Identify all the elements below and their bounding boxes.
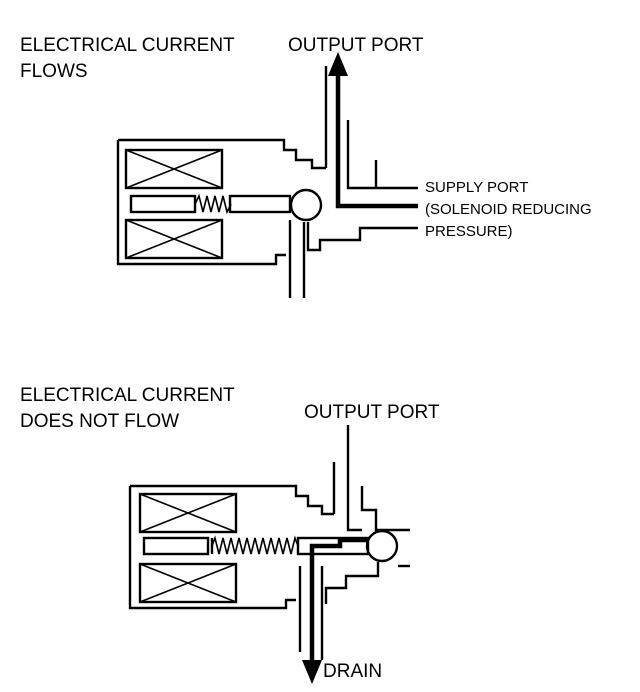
drain-label: DRAIN <box>323 661 382 682</box>
supply-port-label-line2: (SOLENOID REDUCING <box>425 201 592 218</box>
output-port-label-bottom: OUTPUT PORT <box>304 402 440 423</box>
coil-winding-lower-bottom <box>138 562 238 604</box>
spring-compressed <box>194 193 232 215</box>
coil-winding-upper-bottom <box>138 492 238 534</box>
output-port-label-top: OUTPUT PORT <box>288 35 424 56</box>
supply-port-label-line1: SUPPLY PORT <box>425 179 528 196</box>
output-port-right-wall-top <box>346 120 418 190</box>
coil-winding-upper-top <box>124 148 224 190</box>
plunger-top <box>129 194 197 214</box>
diagram-current-does-not-flow: ELECTRICAL CURRENT DOES NOT FLOW OUTPUT … <box>20 385 440 684</box>
supply-port-label-line3: PRESSURE) <box>425 223 513 240</box>
solenoid-housing-top <box>116 138 326 266</box>
arrow-up-icon <box>328 52 348 76</box>
valve-rod-top <box>228 194 292 214</box>
plunger-bottom <box>142 536 210 556</box>
valve-lower-block-top <box>306 222 418 252</box>
flow-path-output-to-drain <box>309 537 368 664</box>
check-ball-bottom <box>365 529 399 563</box>
spring-extended <box>211 535 299 555</box>
state-label-no-flow-line1: ELECTRICAL CURRENT <box>20 385 235 406</box>
valve-body-step-bottom <box>360 486 410 532</box>
solenoid-housing-bottom <box>128 484 334 610</box>
coil-winding-lower-top <box>124 218 224 260</box>
output-port-wall-bottom <box>346 425 362 532</box>
state-label-flows-line1: ELECTRICAL CURRENT <box>20 35 235 56</box>
valve-lower-block-bottom <box>324 562 380 604</box>
arrow-down-icon <box>302 660 322 684</box>
check-ball-top <box>289 188 323 222</box>
state-label-no-flow-line2: DOES NOT FLOW <box>20 411 179 432</box>
diagram-current-flows: ELECTRICAL CURRENT FLOWS OUTPUT PORT SUP… <box>20 35 592 298</box>
flow-path-supply-to-output <box>335 72 418 209</box>
state-label-flows-line2: FLOWS <box>20 61 88 82</box>
